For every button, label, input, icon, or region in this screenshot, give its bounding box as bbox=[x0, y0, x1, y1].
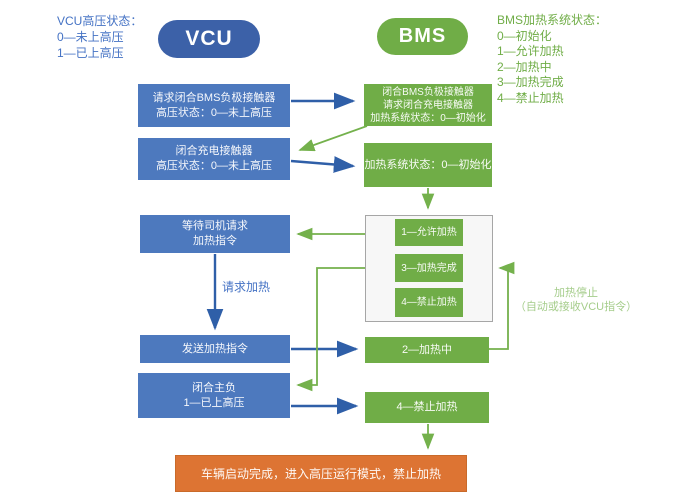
heating-stop-line: （自动或接收VCU指令） bbox=[514, 301, 638, 313]
vcu-box-send-heating-command: 发送加热指令 bbox=[140, 335, 290, 363]
vcu-legend: VCU高压状态： 0—未上高压 1—已上高压 bbox=[57, 13, 142, 61]
vcu-box-wait-driver-request: 等待司机请求 加热指令 bbox=[140, 215, 290, 253]
bms-legend-item: 4—禁止加热 bbox=[497, 90, 564, 105]
box-line: 请求闭合充电接触器 bbox=[383, 99, 473, 111]
bms-legend-item: 0—初始化 bbox=[497, 28, 552, 43]
bms-state-forbid-heating: 4—禁止加热 bbox=[395, 288, 463, 317]
arrow-vcu2-to-bms2 bbox=[290, 156, 356, 173]
bms-node-pill: BMS bbox=[377, 18, 468, 55]
bms-state-allow-heating: 1—允许加热 bbox=[395, 219, 463, 246]
box-line: 等待司机请求 bbox=[182, 220, 248, 232]
box-line: 加热指令 bbox=[193, 235, 237, 247]
vcu-legend-item: 1—已上高压 bbox=[57, 46, 124, 60]
bms-box-forbid-heating: 4—禁止加热 bbox=[365, 392, 489, 423]
box-line: 4—禁止加热 bbox=[396, 401, 458, 413]
arrow-bms1-to-vcu2 bbox=[298, 125, 368, 152]
bms-box-heating-in-progress: 2—加热中 bbox=[365, 337, 489, 363]
vcu-legend-title: VCU高压状态： bbox=[57, 14, 143, 28]
request-heating-label: 请求加热 bbox=[222, 280, 271, 294]
box-line: 加热系统状态：0—初始化 bbox=[370, 112, 486, 124]
bms-box-heating-state-init: 加热系统状态：0—初始化 bbox=[364, 143, 492, 187]
box-line: 1—已上高压 bbox=[183, 396, 245, 409]
bms-legend-title: BMS加热系统状态： bbox=[497, 13, 608, 27]
heating-stop-label: 加热停止 （自动或接收VCU指令） bbox=[505, 286, 647, 314]
vcu-box-close-charge-contactor: 闭合充电接触器 高压状态：0—未上高压 bbox=[138, 138, 290, 180]
bms-box-close-negative-request-charge: 闭合BMS负极接触器 请求闭合充电接触器 加热系统状态：0—初始化 bbox=[364, 84, 492, 126]
heating-stop-line: 加热停止 bbox=[554, 287, 598, 299]
box-line: 发送加热指令 bbox=[182, 342, 248, 355]
bms-state-heating-done: 3—加热完成 bbox=[395, 254, 463, 282]
box-line: 3—加热完成 bbox=[401, 262, 457, 274]
box-line: 闭合主负 bbox=[192, 381, 236, 394]
box-line: 2—加热中 bbox=[401, 343, 453, 356]
vcu-legend-item: 0—未上高压 bbox=[57, 30, 124, 44]
box-line: 4—禁止加热 bbox=[401, 297, 457, 308]
vcu-box-request-close-bms-negative: 请求闭合BMS负极接触器 高压状态：0—未上高压 bbox=[138, 84, 290, 127]
box-line: 高压状态：0—未上高压 bbox=[155, 106, 273, 119]
vcu-node-pill: VCU bbox=[158, 20, 260, 58]
bms-legend-item: 3—加热完成 bbox=[497, 75, 564, 89]
final-banner: 车辆启动完成，进入高压运行模式，禁止加热 bbox=[175, 455, 467, 492]
bms-legend-item: 2—加热中 bbox=[497, 59, 552, 74]
box-line: 加热系统状态：0—初始化 bbox=[364, 158, 492, 171]
box-line: 闭合充电接触器 bbox=[175, 145, 253, 157]
bms-legend-item: 1—允许加热 bbox=[497, 44, 564, 58]
bms-legend: BMS加热系统状态： 0—初始化 1—允许加热 2—加热中 3—加热完成 4—禁… bbox=[497, 13, 607, 106]
box-line: 1—允许加热 bbox=[401, 227, 457, 238]
box-line: 高压状态：0—未上高压 bbox=[155, 160, 273, 172]
box-line: 闭合BMS负极接触器 bbox=[382, 86, 474, 98]
vcu-box-close-main-negative: 闭合主负 1—已上高压 bbox=[138, 373, 290, 418]
box-line: 请求闭合BMS负极接触器 bbox=[152, 91, 276, 104]
